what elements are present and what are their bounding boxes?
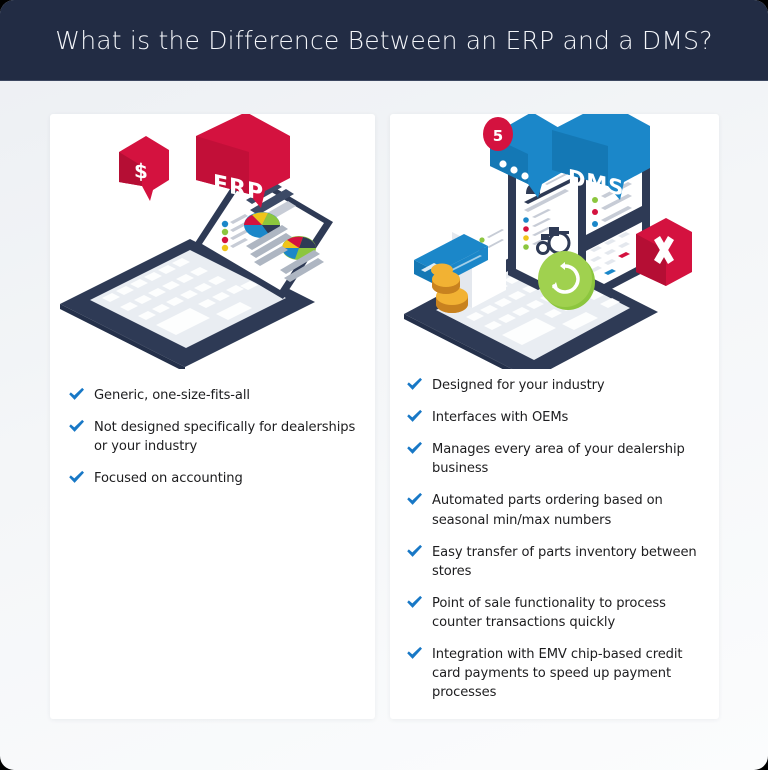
svg-text:$: $	[134, 158, 148, 184]
list-item-label: Point of sale functionality to process c…	[432, 595, 666, 630]
dollar-badge-icon: $	[119, 136, 169, 201]
list-item-label: Automated parts ordering based on season…	[432, 493, 663, 528]
list-item: Integration with EMV chip-based credit c…	[406, 645, 711, 702]
laptop-erp-illustration: $ ERP	[50, 114, 375, 369]
list-item-label: Manages every area of your dealership bu…	[432, 442, 685, 477]
check-icon	[406, 645, 432, 660]
check-icon	[68, 418, 94, 433]
check-icon	[406, 543, 432, 558]
coins-icon	[431, 263, 468, 313]
list-item-label: Generic, one-size-fits-all	[94, 388, 250, 403]
notification-badge-icon: 5	[483, 117, 513, 151]
dms-badge-icon: DMS	[552, 114, 650, 202]
dms-card: 5 DMS	[390, 114, 719, 719]
list-item: Generic, one-size-fits-all	[68, 386, 368, 405]
check-icon	[406, 491, 432, 506]
list-item-label: Easy transfer of parts inventory between…	[432, 544, 697, 579]
check-icon	[68, 386, 94, 401]
list-item: Not designed specifically for dealership…	[68, 418, 368, 456]
legend-dots-icon	[221, 214, 248, 252]
list-item: Manages every area of your dealership bu…	[406, 440, 711, 478]
refresh-icon	[552, 262, 580, 294]
list-item: Point of sale functionality to process c…	[406, 594, 711, 632]
check-icon	[406, 376, 432, 391]
list-item-label: Focused on accounting	[94, 471, 243, 487]
erp-badge-icon: ERP	[196, 114, 290, 208]
tractor-icon	[536, 227, 571, 255]
list-item: Designed for your industry	[406, 376, 711, 395]
erp-bullet-list: Generic, one-size-fits-all Not designed …	[68, 386, 368, 501]
dms-bullet-list: Designed for your industry Interfaces wi…	[406, 376, 711, 715]
list-item-label: Interfaces with OEMs	[432, 410, 569, 426]
check-icon	[68, 469, 94, 484]
wrench-cross-icon	[654, 236, 674, 264]
check-icon	[406, 408, 432, 423]
sync-badge-icon	[538, 251, 595, 310]
notification-count-label: 5	[493, 127, 503, 145]
check-icon	[406, 594, 432, 609]
laptop-dms-illustration: 5 DMS	[390, 114, 719, 369]
list-item-label: Not designed specifically for dealership…	[94, 420, 356, 455]
list-item: Focused on accounting	[68, 469, 368, 488]
list-item: Easy transfer of parts inventory between…	[406, 543, 711, 581]
tablet-panel-icon	[576, 148, 650, 293]
list-item: Interfaces with OEMs	[406, 408, 711, 427]
erp-card: $ ERP Generic, one-size-fits-all	[50, 114, 375, 719]
list-item-label: Designed for your industry	[432, 378, 605, 393]
page-title: What is the Difference Between an ERP an…	[55, 25, 713, 55]
check-icon	[406, 440, 432, 455]
list-item: Automated parts ordering based on season…	[406, 491, 711, 529]
tools-badge-icon	[636, 218, 692, 286]
list-item-label: Integration with EMV chip-based credit c…	[432, 647, 683, 701]
page-header: What is the Difference Between an ERP an…	[0, 0, 768, 81]
